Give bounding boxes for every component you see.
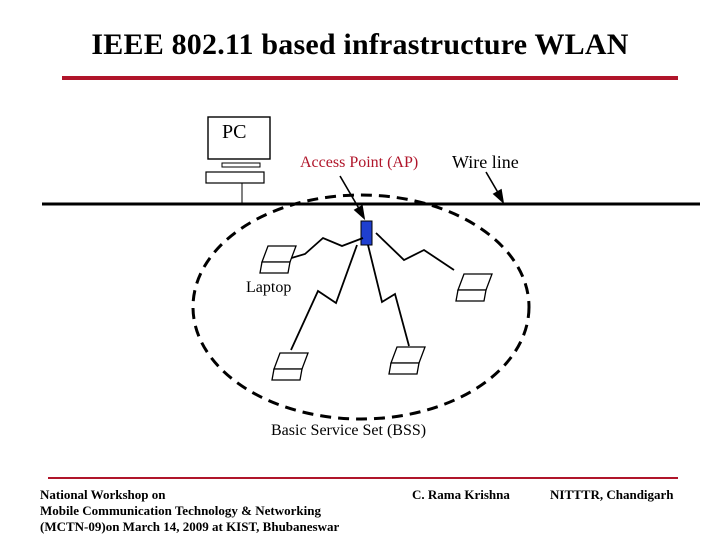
laptop-icon-left [259,245,297,274]
laptop-icon-right [455,273,493,302]
pc-icon [205,116,271,203]
laptop-icon-bottom-left [271,352,309,381]
pc-label: PC [222,121,247,143]
laptop-label: Laptop [246,279,292,296]
access-point-icon [360,220,373,246]
radio-link-laptop-left [277,236,364,263]
title-rule [62,76,678,80]
wire-line-pointer-arrow [485,171,505,205]
radio-link-laptop-right [375,232,455,271]
bss-ellipse [191,193,531,421]
radio-link-laptop-bottom-middle [367,244,410,347]
footer-rule [48,477,678,479]
access-point-pointer-arrow [339,175,366,221]
wire-line-label: Wire line [452,152,519,172]
footer-workshop-info: National Workshop on Mobile Communicatio… [40,487,340,534]
radio-links [277,232,455,351]
footer-institute: NITTTR, Chandigarh [550,487,674,502]
radio-link-laptop-bottom-left [290,244,358,351]
laptop-icon-bottom-middle [388,346,426,375]
access-point-label: Access Point (AP) [300,154,419,171]
bss-label: Basic Service Set (BSS) [271,422,427,439]
footer-author: C. Rama Krishna [412,487,510,502]
slide-title: IEEE 802.11 based infrastructure WLAN [91,28,629,61]
